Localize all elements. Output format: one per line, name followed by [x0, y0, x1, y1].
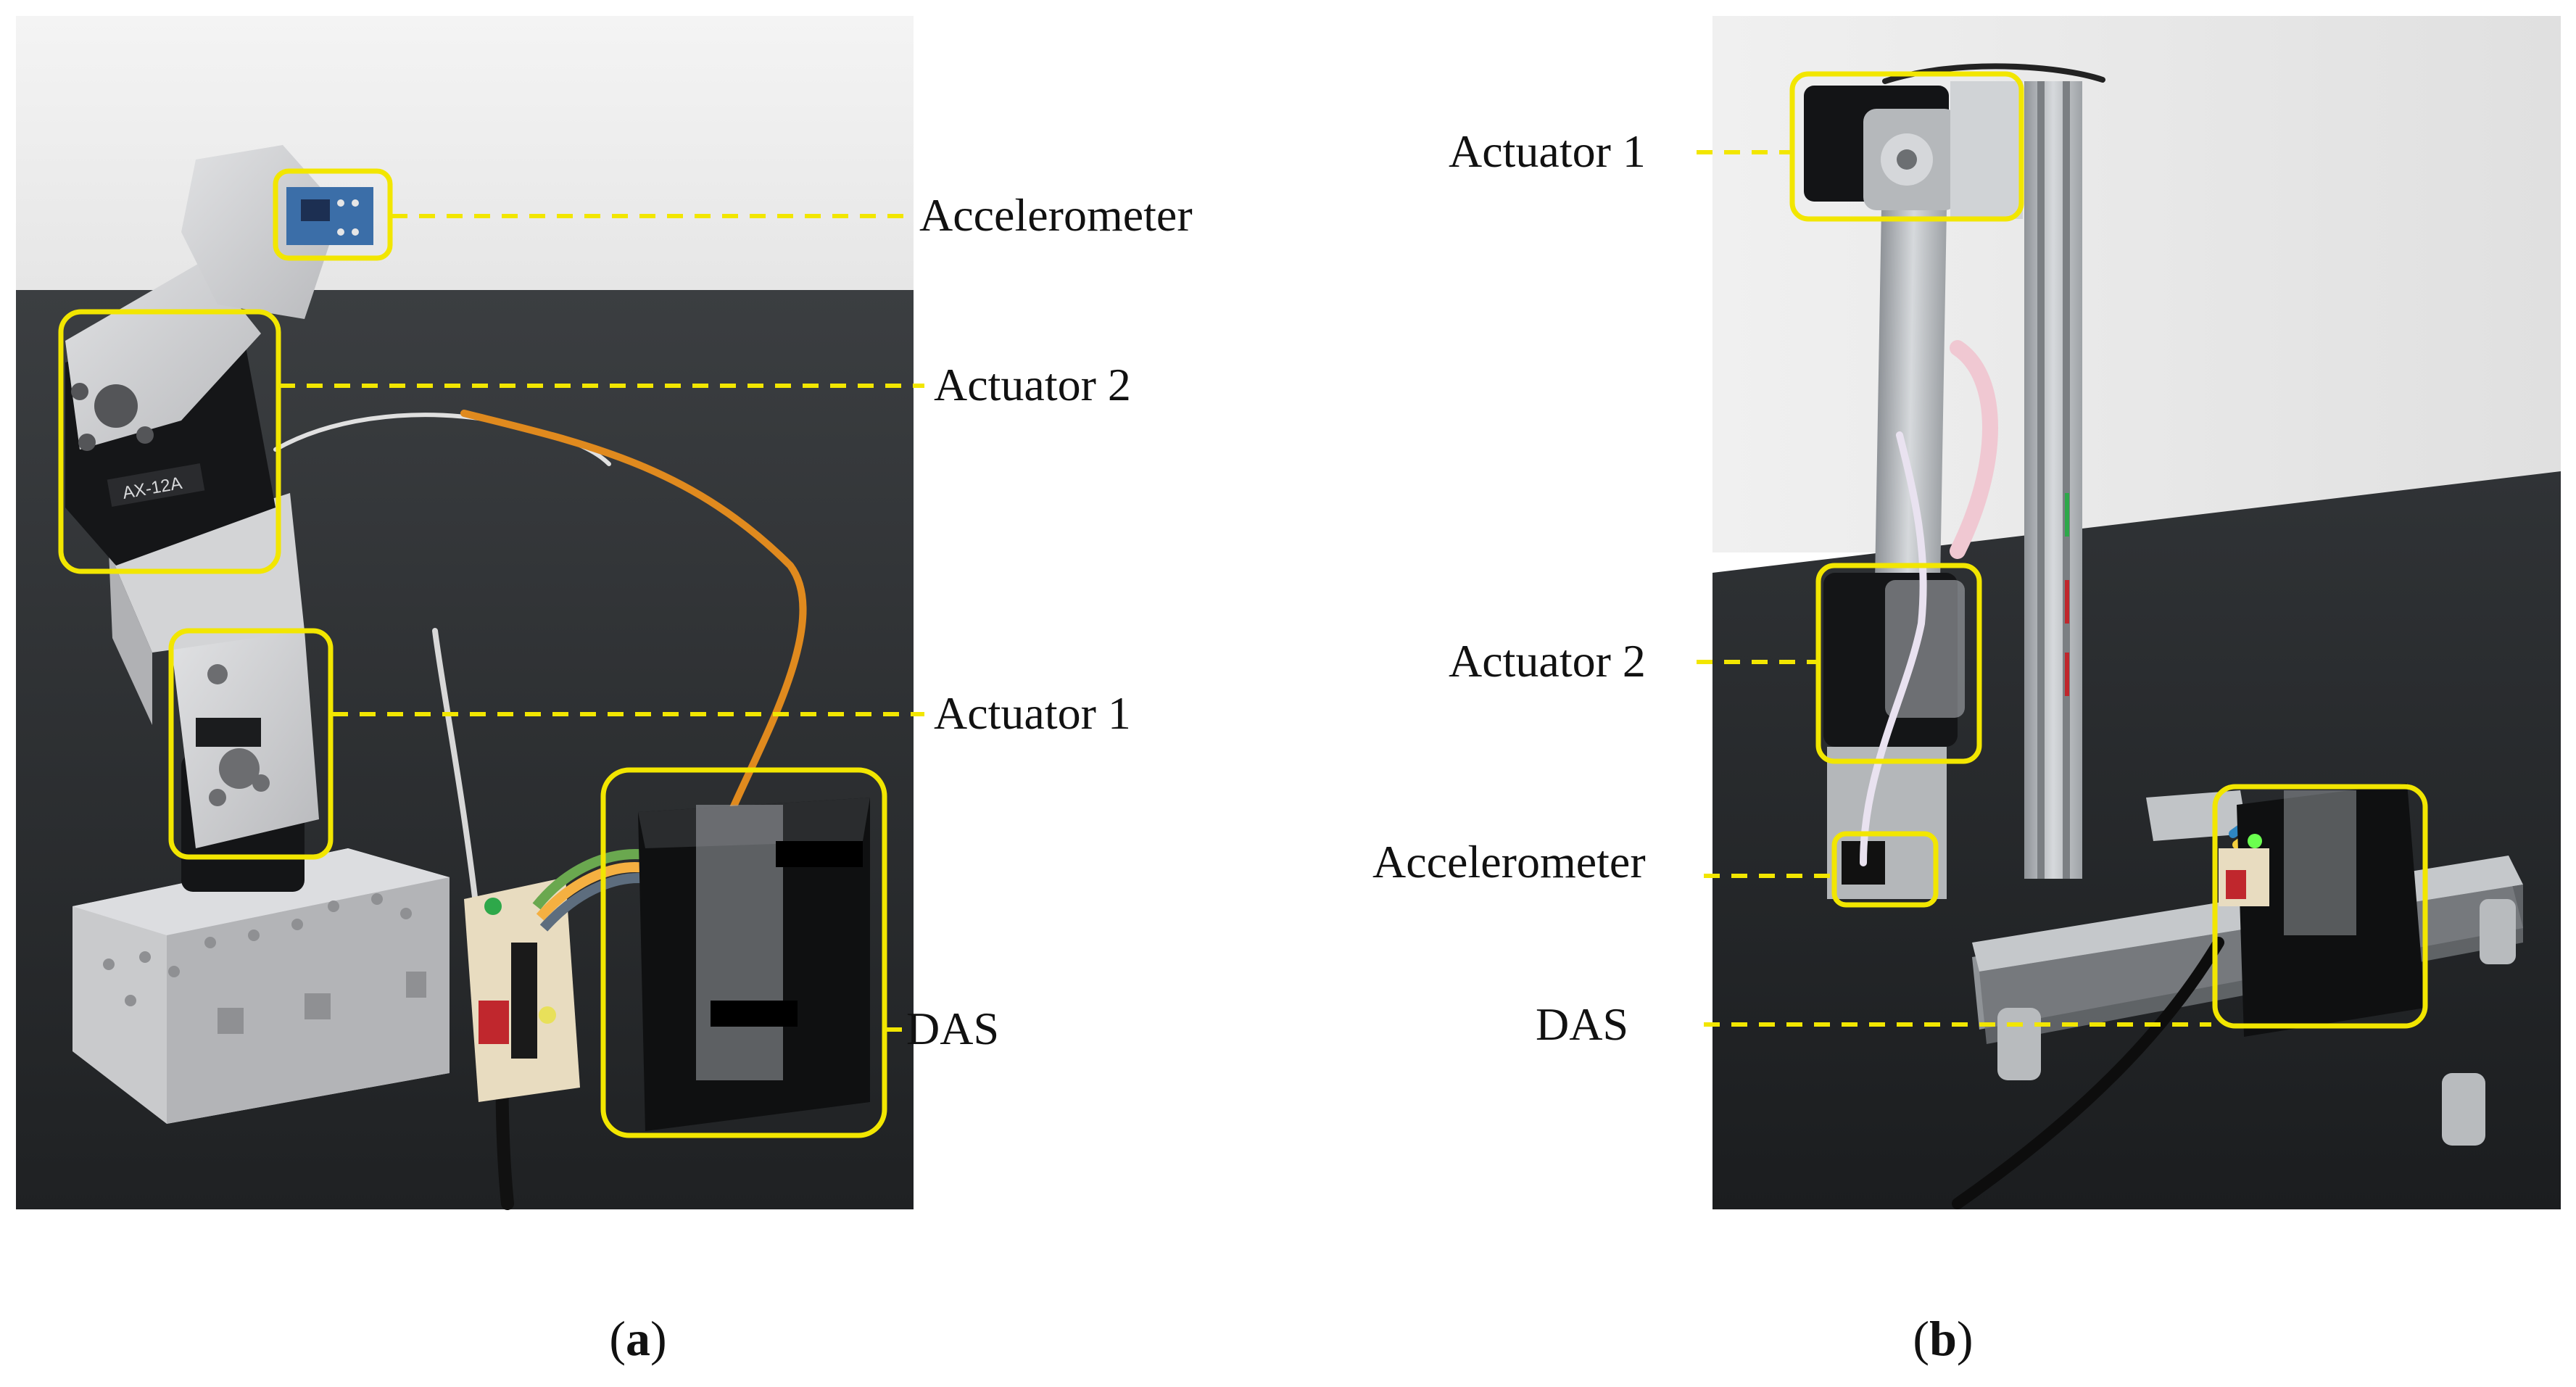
panel-b-label-actuator1: Actuator 1: [1449, 125, 1646, 177]
panel-b-label-das: DAS: [1536, 998, 1628, 1050]
panel-b-highlights: [1789, 71, 2428, 1029]
panel-b-das-box-outline: [2212, 784, 2428, 1029]
panel-a-circuit-board: [464, 849, 661, 1102]
panel-b-leaders: [1697, 150, 2211, 1027]
panel-a-accelerometer-box: [273, 168, 393, 261]
panel-a-caption: (a): [598, 1314, 678, 1363]
panel-a-das-box: [638, 798, 870, 1131]
panel-a-actuator1-box: [168, 628, 334, 860]
panel-b-actuator2-box: [1815, 563, 1982, 764]
panel-a-base: [73, 848, 450, 1124]
panel-a-caption-close: ): [650, 1311, 667, 1366]
panel-b-label-accelerometer: Accelerometer: [1372, 836, 1646, 887]
panel-a-actuator2-box: [58, 309, 281, 574]
panel-b-actuator1-box: [1789, 71, 2024, 222]
panel-b-das-box: [2219, 783, 2425, 1037]
panel-b-caption-close: ): [1956, 1311, 1974, 1366]
panel-a-actuator2-body: AX-12A: [65, 261, 276, 566]
panel-b-labels: Actuator 1 Actuator 2 Accelerometer DAS: [1372, 125, 1646, 1050]
panel-a-labels: Accelerometer Actuator 2 Actuator 1 DAS: [906, 189, 1193, 1054]
panel-a-caption-open: (: [609, 1311, 626, 1366]
panel-a-label-actuator1: Actuator 1: [934, 687, 1131, 739]
panel-b-caption-open: (: [1913, 1311, 1930, 1366]
panel-a-label-accelerometer: Accelerometer: [919, 189, 1193, 241]
panel-a-caption-letter: a: [626, 1311, 650, 1366]
panel-a-photo: AX-12A: [16, 16, 924, 1210]
panel-a-leaders: [279, 214, 924, 1032]
panel-b-actuator1-body: [1804, 81, 2023, 219]
panel-b-accelerometer-box: [1831, 831, 1939, 908]
panel-b-label-actuator2: Actuator 2: [1449, 635, 1646, 687]
panel-a-top-bracket: [181, 145, 373, 319]
panel-b-caption-letter: b: [1929, 1311, 1957, 1366]
panel-a-das-box-outline: [600, 767, 887, 1138]
panel-a-highlights: [58, 168, 887, 1138]
panel-a-actuator1-body: [170, 631, 319, 892]
panel-a-label-das: DAS: [906, 1003, 999, 1054]
panel-a-wall: [16, 16, 914, 290]
panel-b-caption: (b): [1903, 1314, 1983, 1363]
panel-a-label-actuator2: Actuator 2: [934, 359, 1131, 410]
panel-b-photo: [1697, 16, 2561, 1209]
